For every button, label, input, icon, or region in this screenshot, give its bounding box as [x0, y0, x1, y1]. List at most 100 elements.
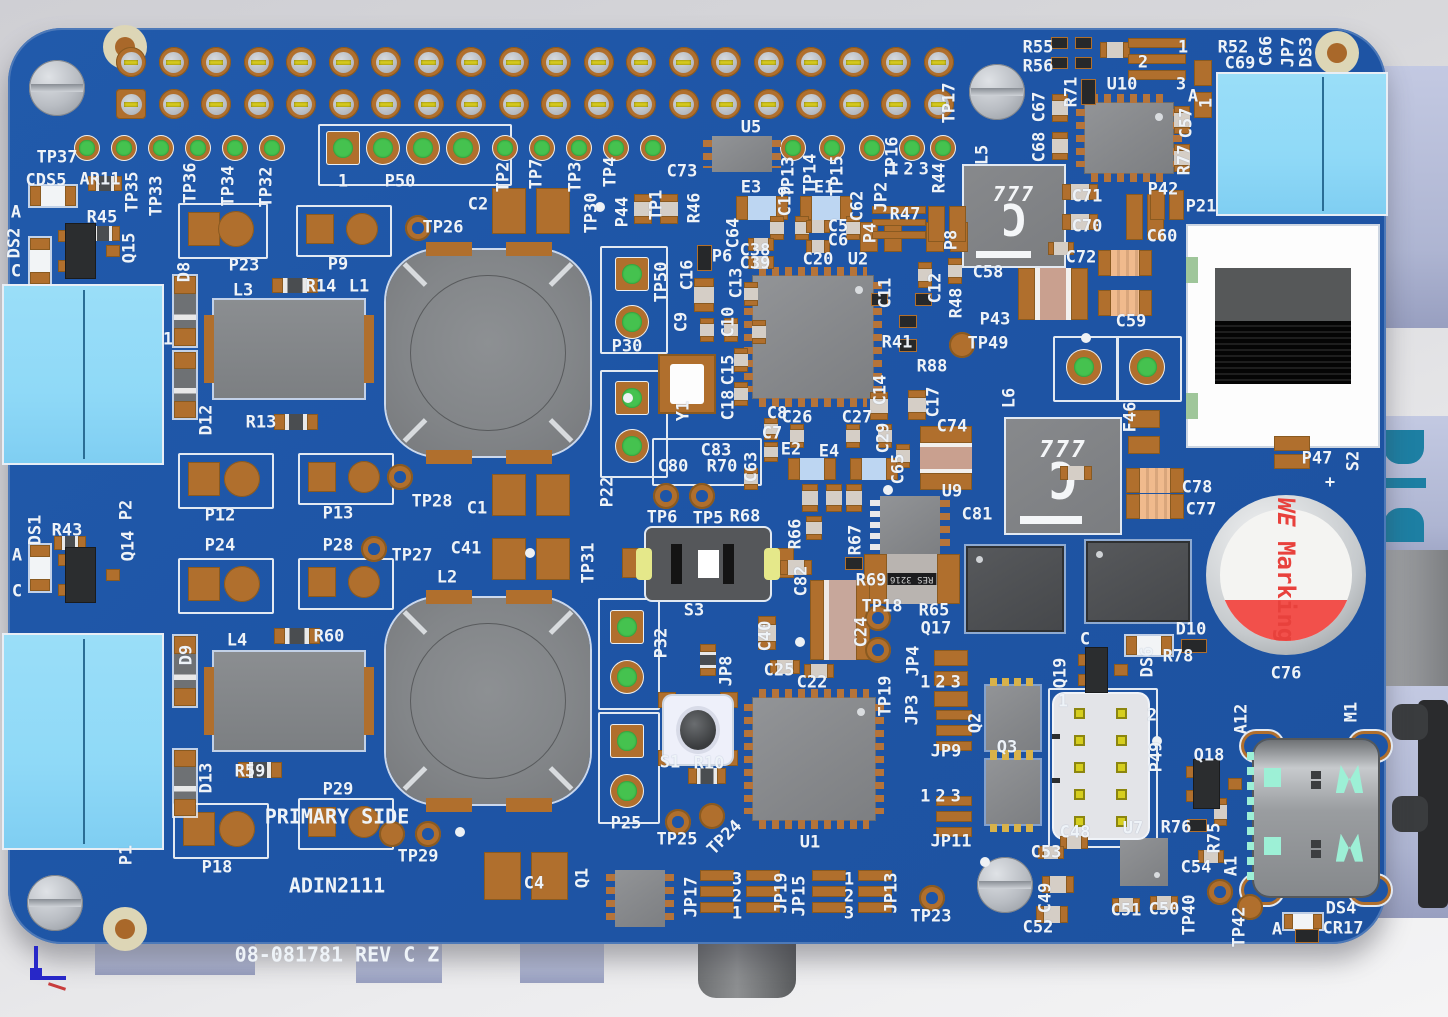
header-pin	[668, 47, 699, 77]
usb-a-bar	[1382, 478, 1426, 488]
via-hole	[904, 140, 920, 156]
pad	[634, 194, 652, 202]
pad	[1066, 876, 1074, 893]
blue-connector-top-right	[1216, 72, 1388, 216]
header-pad-rd	[219, 811, 255, 847]
jumper-pad	[746, 902, 780, 913]
pad	[752, 320, 766, 327]
pad	[174, 327, 196, 346]
pad	[1052, 114, 1068, 122]
usb-a-tongue2	[1384, 508, 1424, 542]
silkscreen-label: JP7	[1278, 36, 1299, 68]
body	[94, 226, 112, 241]
body	[1156, 896, 1172, 910]
passive-led	[30, 238, 50, 284]
pad	[1042, 876, 1050, 893]
chip-dot	[857, 708, 865, 716]
header-pin	[668, 89, 699, 119]
pad	[1081, 836, 1088, 849]
pad	[839, 196, 852, 220]
pad	[795, 216, 809, 223]
silkscreen-label: TP7	[526, 158, 547, 190]
silkscreen-label: L6	[999, 387, 1020, 409]
body	[174, 294, 196, 328]
p49-pin	[1116, 789, 1127, 800]
pad	[736, 196, 749, 220]
pad-b	[1169, 190, 1184, 220]
header-pad-sq	[183, 812, 215, 846]
pad	[846, 233, 860, 240]
passive-res	[54, 536, 86, 550]
body	[694, 286, 714, 304]
body	[870, 399, 888, 413]
chip-Q3	[986, 760, 1040, 824]
pad	[1036, 906, 1044, 923]
pin-slot	[251, 59, 266, 65]
silkscreen-label: F46	[1120, 401, 1141, 433]
passive-0402	[1296, 930, 1318, 942]
body	[283, 278, 307, 293]
pad-b	[531, 852, 568, 900]
silkscreen-label: C25	[763, 660, 795, 681]
body	[724, 324, 738, 336]
passive-cap	[1174, 144, 1190, 172]
pad	[806, 516, 822, 523]
silkscreen-label: 1	[1177, 37, 1189, 58]
green-via	[492, 135, 518, 161]
pad	[111, 226, 120, 241]
passive-0402	[900, 316, 916, 327]
pad	[806, 240, 812, 253]
silkscreen-label: C15	[718, 354, 739, 386]
header-pin	[498, 47, 529, 77]
pin-slot	[846, 59, 861, 65]
silkscreen-label: C71	[1071, 186, 1103, 207]
header-pin	[286, 89, 316, 119]
ferrite-L3	[204, 300, 374, 398]
silkscreen-label: JP2	[871, 181, 892, 213]
usbc-spring	[1335, 764, 1364, 794]
res-body: RES 3216	[887, 554, 937, 604]
body	[1052, 139, 1068, 153]
fiducial-dot	[455, 827, 465, 837]
via-hole	[824, 140, 840, 156]
green-pad	[610, 659, 644, 694]
passive-led	[1126, 636, 1172, 655]
silkscreen-label: C27	[841, 407, 873, 428]
passive-cap	[758, 616, 776, 650]
pad	[764, 442, 778, 448]
chip-pins-left	[703, 140, 712, 168]
silkscreen-label: D12	[196, 404, 217, 436]
pad	[734, 399, 748, 406]
pad	[770, 216, 784, 223]
silkscreen-label: C83	[700, 440, 732, 461]
p49-key2	[1052, 777, 1060, 783]
passive-dio	[174, 636, 196, 706]
testpoint	[1237, 894, 1263, 920]
silkscreen-label: TP49	[967, 333, 1009, 354]
sot-pad-c	[106, 569, 120, 581]
header-outline-P9	[296, 205, 392, 257]
body	[811, 220, 825, 233]
transformer-core	[410, 275, 565, 432]
terminal-divider	[83, 639, 85, 844]
body	[697, 768, 717, 784]
transformer-pad	[426, 590, 472, 604]
tp-hole	[412, 222, 424, 234]
header-pin	[328, 89, 359, 119]
pad	[1194, 92, 1212, 118]
passive-dio	[174, 276, 196, 346]
pin-slot	[718, 101, 734, 107]
pin-slot	[463, 59, 479, 65]
header-pad-rd	[218, 211, 254, 247]
silkscreen-label: S3	[683, 600, 705, 621]
silkscreen-label: P1	[116, 844, 137, 866]
transformer-pad	[426, 242, 472, 256]
pad	[734, 365, 748, 372]
passive-cap	[1052, 132, 1068, 160]
header-pad-rd	[224, 461, 260, 497]
pad	[824, 240, 830, 253]
cap-face	[1220, 509, 1352, 641]
body	[174, 767, 196, 799]
body	[846, 222, 860, 234]
pad-b	[1128, 435, 1160, 454]
